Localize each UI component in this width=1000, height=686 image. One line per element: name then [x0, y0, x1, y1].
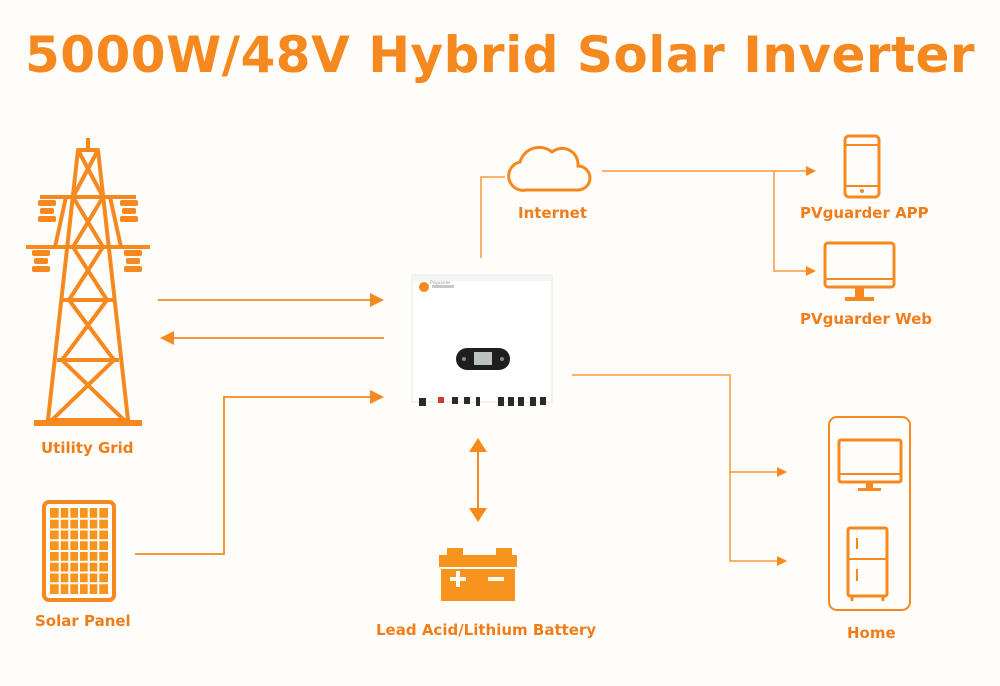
arrow-internet-to-web: [773, 171, 816, 276]
cloud-icon: [507, 145, 592, 192]
web-label: PVguarder Web: [800, 310, 932, 328]
arrow-inverter-to-home-tv: [572, 374, 787, 477]
home-label: Home: [847, 624, 896, 642]
line-inverter-to-internet: [480, 176, 505, 258]
phone-icon: [843, 134, 881, 199]
utility-grid-label: Utility Grid: [41, 439, 134, 457]
power-tower-icon: [26, 138, 150, 426]
fridge-icon: [846, 526, 889, 601]
connectors: [135, 166, 816, 566]
inverter-device: [411, 274, 553, 406]
home-icon: [828, 416, 911, 611]
app-label: PVguarder APP: [800, 204, 929, 222]
arrow-inverter-to-home-fridge: [729, 472, 787, 566]
page-title: 5000W/48V Hybrid Solar Inverter: [24, 26, 976, 84]
inverter-brand-label: PVguarder: [430, 280, 451, 285]
internet-label: Internet: [518, 204, 588, 222]
solar-panel-label: Solar Panel: [35, 612, 131, 630]
tv-icon: [837, 438, 903, 491]
arrowhead-down: [469, 508, 487, 522]
solar-panel-icon: [42, 500, 116, 602]
battery-icon: [439, 548, 517, 601]
arrowhead-up: [469, 438, 487, 452]
battery-label: Lead Acid/Lithium Battery: [376, 621, 597, 639]
monitor-icon: [823, 241, 896, 301]
insulators: [32, 200, 142, 272]
arrow-solar-to-inverter: [135, 390, 384, 555]
